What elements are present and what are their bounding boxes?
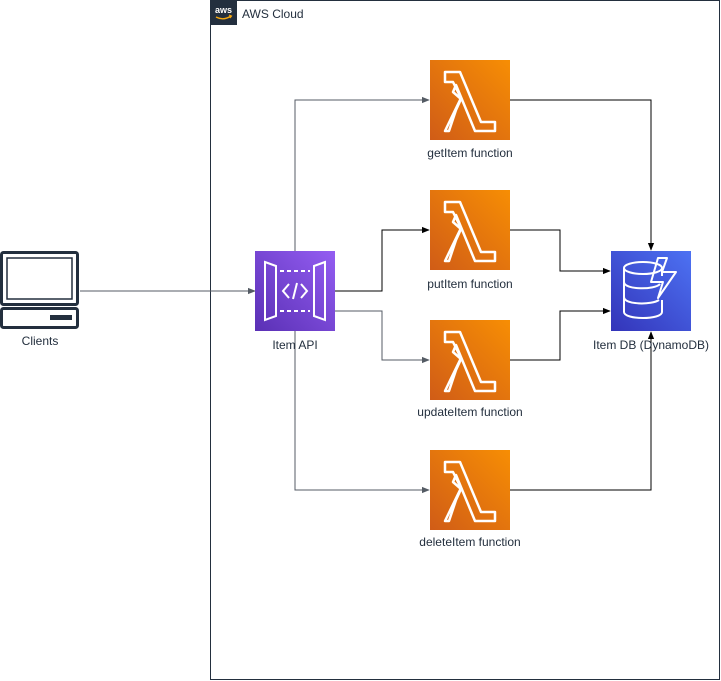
connector-api-to-getitem [294,96,430,251]
item-db-label: Item DB (DynamoDB) [593,338,709,352]
desktop-computer-icon [0,251,79,329]
connector-api-to-updateitem [335,310,430,364]
clients-label: Clients [22,334,59,348]
lambda-deleteitem-node[interactable]: deleteItem function [419,450,521,549]
api-gateway-icon [255,251,335,331]
aws-logo-icon: aws [210,0,237,25]
getitem-label: getItem function [427,146,512,160]
updateitem-label: updateItem function [417,405,522,419]
lambda-icon [430,190,510,270]
lambda-icon [430,320,510,400]
connector-deleteitem-to-db [510,331,655,491]
putitem-label: putItem function [427,277,512,291]
aws-cloud-border [210,0,720,680]
connector-getitem-to-db [510,99,655,251]
lambda-updateitem-node[interactable]: updateItem function [417,320,523,419]
aws-cloud-title: AWS Cloud [242,7,304,21]
connector-api-to-putitem [335,226,430,292]
deleteitem-label: deleteItem function [419,535,520,549]
item-api-label: Item API [272,338,317,352]
lambda-putitem-node[interactable]: putItem function [427,190,513,291]
item-api-node[interactable]: Item API [255,251,335,352]
connectors [80,96,655,494]
connector-putitem-to-db [510,229,611,275]
connector-updateitem-to-db [510,307,611,361]
lambda-icon [430,450,510,530]
aws-cloud-group: aws AWS Cloud [210,0,720,680]
clients-node[interactable]: Clients [0,251,79,349]
lambda-getitem-node[interactable]: getItem function [427,60,513,160]
aws-badge-text: aws [215,5,232,15]
dynamodb-icon [611,251,691,331]
lambda-icon [430,60,510,140]
item-db-node[interactable]: Item DB (DynamoDB) [593,251,709,352]
connector-api-to-deleteitem [294,331,430,494]
